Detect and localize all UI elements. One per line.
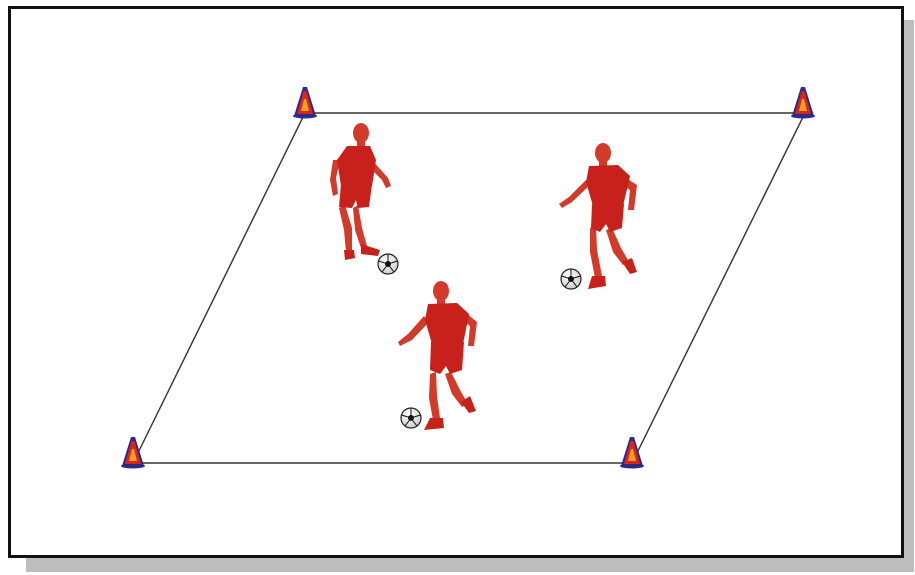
player-shorts [591,204,624,232]
player-top-left [330,123,398,274]
player-shirt [425,303,469,344]
cone-icon [293,87,317,119]
player-leg-right [353,205,367,248]
player-shorts [339,184,372,208]
player-arm-left [398,316,429,346]
player-head [595,143,611,163]
player-right [559,143,637,289]
soccer-ball-icon [561,269,581,289]
player-boot-right [361,244,380,256]
cone-icon [791,87,815,119]
cone-icon [620,437,644,469]
player-boot-left [344,250,355,260]
player-shirt [586,165,630,206]
soccer-ball-icon [401,408,421,428]
soccer-ball-icon [378,254,398,274]
player-boot-left [424,418,444,430]
player-arm-left [559,180,590,208]
player-shirt [337,146,376,186]
player-leg-left [590,226,602,278]
player-leg-left [429,372,440,420]
player-boot-left [588,276,606,289]
player-shorts [430,342,464,374]
player-head [353,123,369,143]
player-leg-left [339,205,352,252]
player-bottom-center [398,281,477,430]
cone-icon [121,437,145,469]
player-leg-right [606,228,629,265]
player-head [433,281,449,301]
